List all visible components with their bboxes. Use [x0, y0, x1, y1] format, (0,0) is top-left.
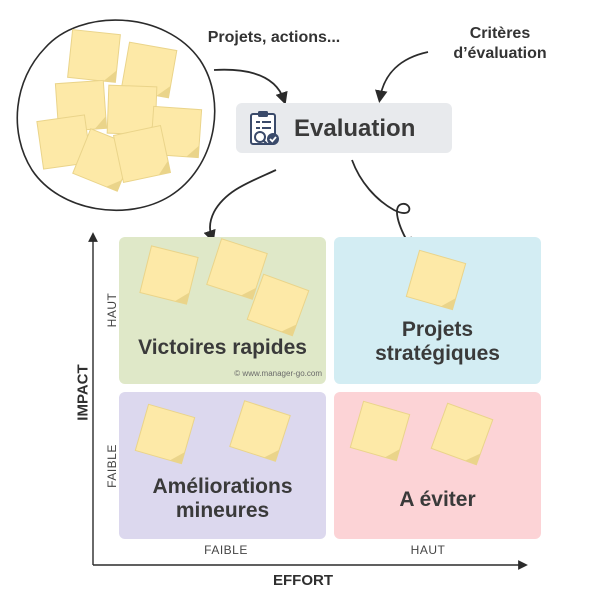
- projects-label: Projets, actions...: [184, 28, 364, 48]
- quick-wins-label: Victoires rapides: [119, 336, 326, 360]
- quadrant-avoid: [334, 392, 541, 539]
- y-axis-high-label: HAUT: [105, 292, 119, 328]
- strategic-projects-label-line1: Projets: [401, 318, 474, 341]
- criteria-to-evaluation-arrow: [375, 51, 429, 103]
- avoid-label-text: A éviter: [399, 488, 476, 511]
- minor-improvements-label-line2: mineures: [175, 499, 270, 522]
- x-axis-title: EFFORT: [273, 572, 333, 589]
- minor-improvements-label-line1: Améliorations: [152, 475, 293, 498]
- quadrant-quick-wins: [119, 237, 326, 384]
- y-axis-low-label: FAIBLE: [105, 444, 119, 488]
- strategic-projects-label-line2: stratégiques: [375, 342, 500, 365]
- evaluation-to-strategic-arrow: [351, 159, 413, 251]
- minor-improvements-label: Améliorations mineures: [119, 475, 326, 523]
- sticky-note-icon: [67, 29, 121, 83]
- criteria-label-line2: d’évaluation: [453, 45, 547, 62]
- projects-circle: [16, 19, 216, 212]
- criteria-label: Critères d’évaluation: [430, 24, 570, 64]
- avoid-label: A éviter: [334, 488, 541, 512]
- quick-wins-label-text: Victoires rapides: [138, 336, 307, 359]
- x-axis-high-label: HAUT: [410, 543, 446, 557]
- strategic-projects-label: Projets stratégiques: [334, 318, 541, 366]
- evaluation-title: Evaluation: [294, 115, 416, 142]
- sticky-note-icon: [106, 84, 158, 136]
- sticky-note-icon: [113, 125, 171, 183]
- y-axis-title: IMPACT: [74, 364, 92, 421]
- projects-sticky-notes: [36, 29, 203, 192]
- criteria-label-line1: Critères: [469, 25, 531, 42]
- clipboard-check-icon: [250, 111, 279, 145]
- copyright-notice: © www.manager-go.com: [234, 369, 322, 378]
- evaluation-to-quick-wins-arrow: [203, 169, 277, 243]
- projects-to-evaluation-arrow: [213, 68, 288, 105]
- projects-label-text: Projets, actions...: [207, 29, 341, 46]
- x-axis-low-label: FAIBLE: [204, 543, 248, 557]
- evaluation-node: Evaluation: [236, 103, 452, 153]
